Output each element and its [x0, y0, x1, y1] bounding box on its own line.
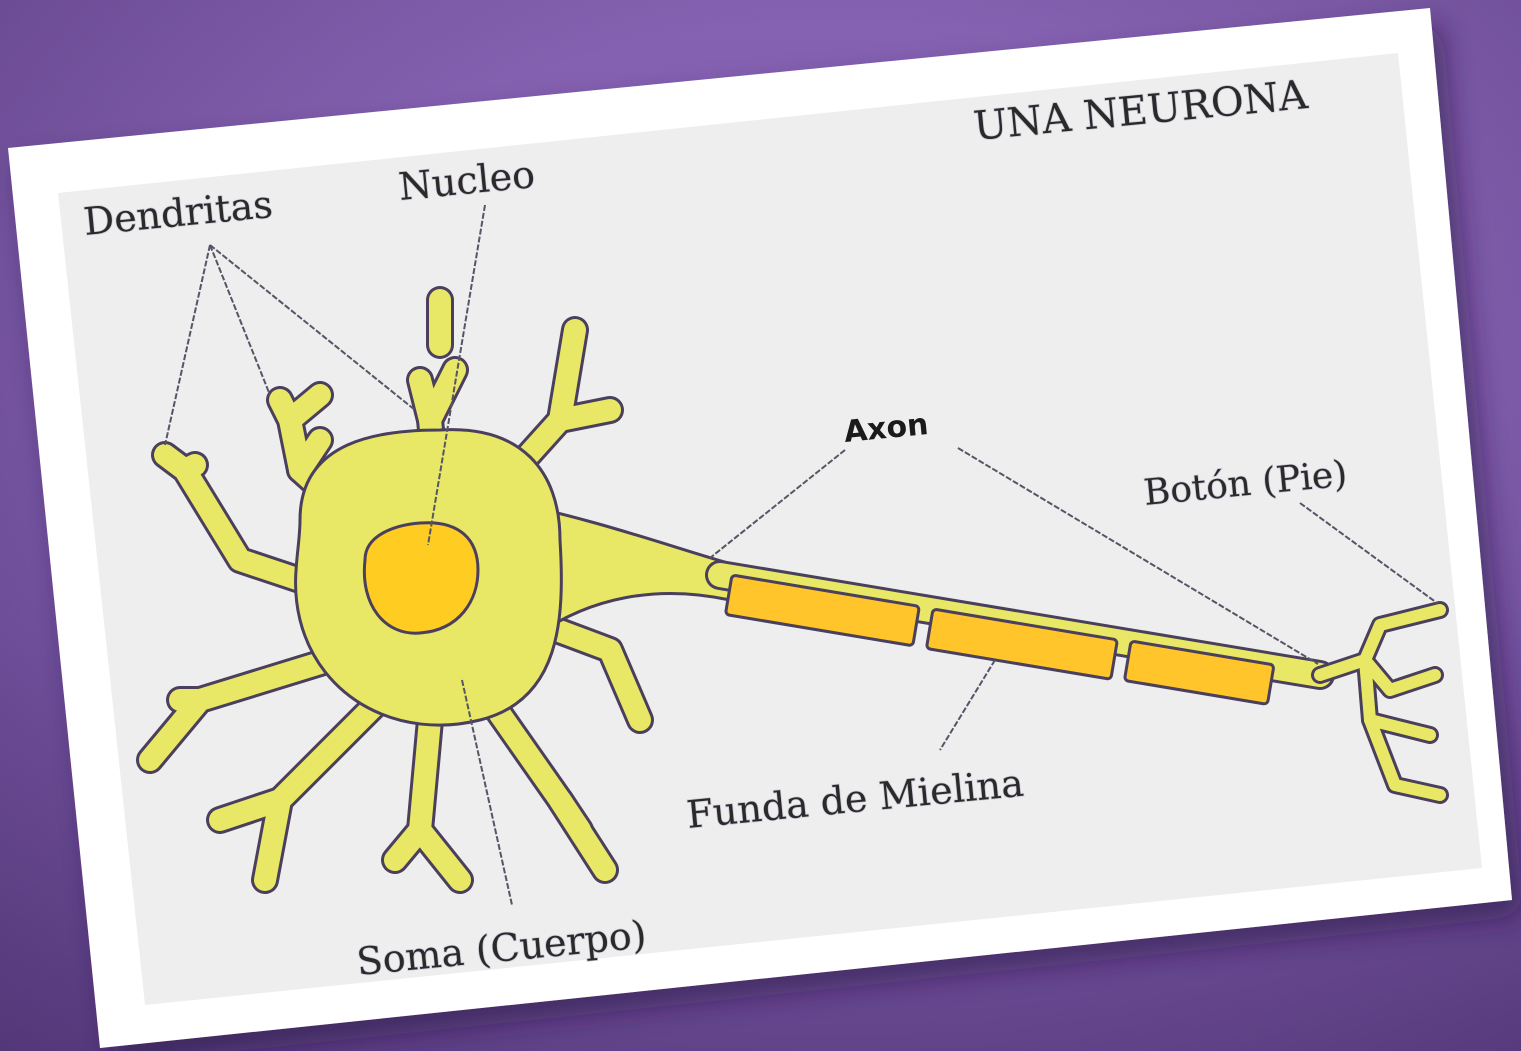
label-terminal: Botón (Pie): [1142, 454, 1349, 514]
axon-leader: [957, 447, 1319, 665]
myelin-segment: [724, 574, 921, 647]
axon-terminal: [1311, 601, 1449, 804]
nucleus-leader: [427, 204, 486, 546]
label-axon: Axon: [842, 407, 930, 450]
axon-leader: [709, 449, 846, 559]
dendrites-leader: [164, 244, 211, 446]
myelin-leader: [939, 659, 996, 751]
myelin-sheath: [724, 574, 1275, 706]
myelin-segment: [925, 608, 1119, 681]
terminal-leader: [1299, 502, 1438, 604]
dendrites-leader: [209, 244, 271, 396]
leader-lines: [164, 204, 1438, 906]
soma-leader: [461, 679, 513, 906]
nucleus-shape: [362, 521, 480, 635]
myelin-segment: [1123, 640, 1275, 706]
dendrites-leader: [209, 244, 416, 411]
